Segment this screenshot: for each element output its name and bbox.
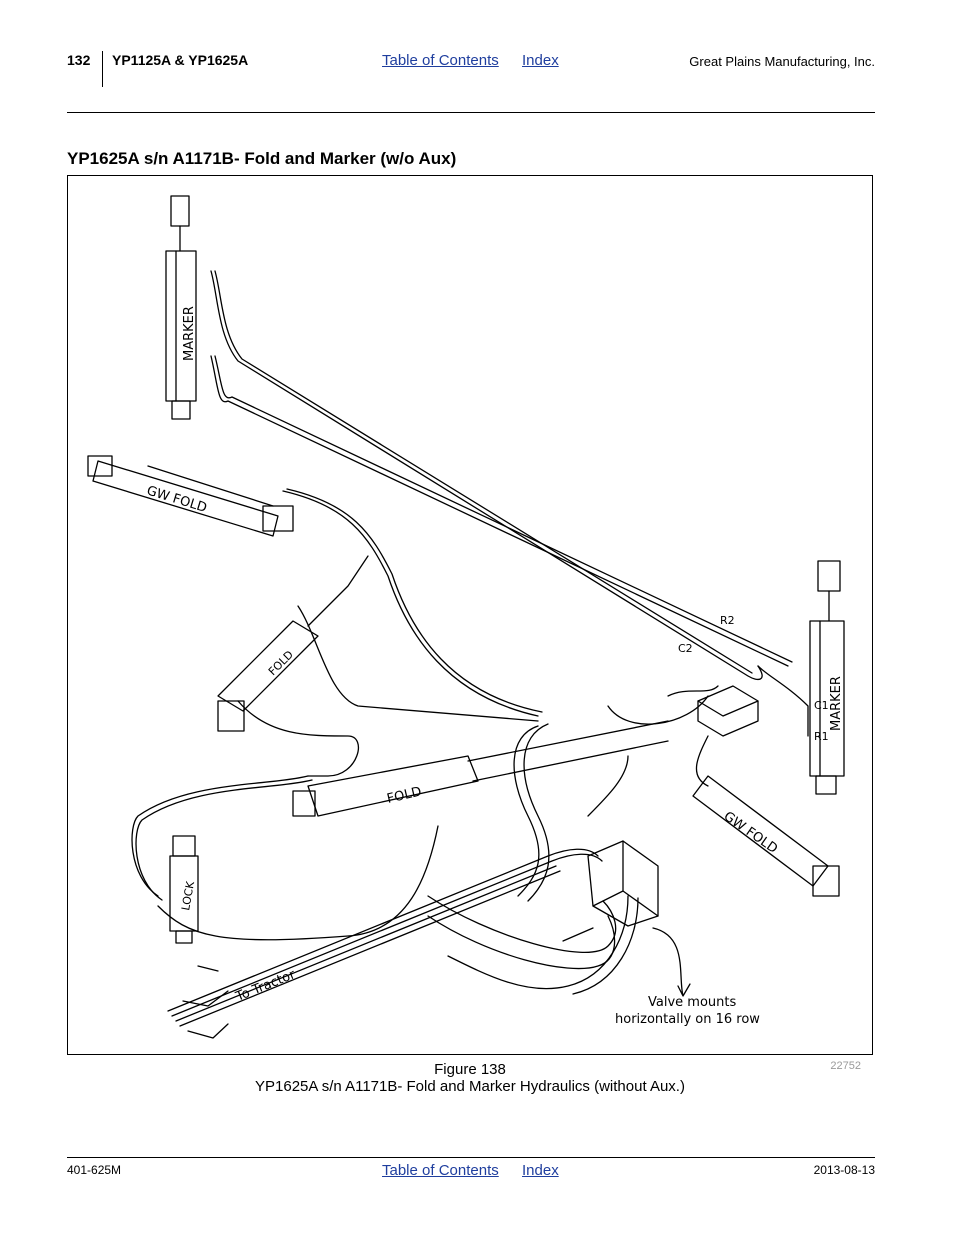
footer-index-link[interactable]: Index bbox=[522, 1162, 559, 1179]
page-number: 132 bbox=[67, 52, 91, 68]
figure-caption-number: Figure 138 bbox=[434, 1061, 506, 1078]
valve-pointer-arrow bbox=[652, 927, 691, 997]
gw-fold-right-label: GW FOLD bbox=[721, 809, 780, 857]
header-index-link[interactable]: Index bbox=[522, 52, 559, 69]
c2-label: C2 bbox=[678, 642, 693, 655]
distribution-block bbox=[697, 685, 759, 737]
valve-block bbox=[562, 840, 659, 942]
fold-cylinder-upper: FOLD bbox=[217, 555, 369, 732]
section-title: YP1625A s/n A1171B- Fold and Marker (w/o… bbox=[67, 149, 457, 168]
lock-cylinder: LOCK bbox=[169, 835, 199, 944]
marker-left-label: MARKER bbox=[182, 306, 197, 361]
to-tractor-label: To Tractor bbox=[233, 967, 298, 1005]
lock-label: LOCK bbox=[179, 880, 197, 912]
gw-fold-left-label: GW FOLD bbox=[145, 483, 209, 515]
header-rule bbox=[67, 112, 875, 113]
c1-label: C1 bbox=[814, 699, 829, 712]
model-title: YP1125A & YP1625A bbox=[112, 52, 249, 68]
company-name: Great Plains Manufacturing, Inc. bbox=[689, 54, 875, 69]
footer-rule bbox=[67, 1157, 875, 1158]
header-toc-link[interactable]: Table of Contents bbox=[382, 52, 499, 69]
hydraulic-diagram: MARKER MARKER GW FOLD FOLD bbox=[67, 175, 873, 1055]
marker-cylinder-left: MARKER bbox=[165, 195, 197, 420]
valve-note-line2: horizontally on 16 row bbox=[615, 1012, 760, 1027]
marker-right-label: MARKER bbox=[829, 676, 844, 731]
figure-caption-title: YP1625A s/n A1171B- Fold and Marker Hydr… bbox=[255, 1078, 685, 1095]
figure-number: 22752 bbox=[830, 1060, 861, 1072]
header-divider bbox=[102, 51, 103, 87]
gw-fold-cylinder-left: GW FOLD bbox=[87, 455, 294, 537]
r2-label: R2 bbox=[720, 614, 735, 627]
hose-lines bbox=[131, 270, 809, 1027]
tractor-couplers bbox=[182, 965, 229, 1039]
fold-cylinder-lower: FOLD bbox=[292, 720, 669, 817]
diagram-drawing: MARKER MARKER GW FOLD FOLD bbox=[87, 195, 845, 1039]
r1-label: R1 bbox=[814, 730, 829, 743]
document-date: 2013-08-13 bbox=[813, 1163, 875, 1177]
marker-cylinder-right: MARKER bbox=[809, 560, 845, 795]
document-number: 401-625M bbox=[67, 1163, 122, 1177]
footer-toc-link[interactable]: Table of Contents bbox=[382, 1162, 499, 1179]
fold-lower-label: FOLD bbox=[386, 784, 423, 806]
valve-note-line1: Valve mounts bbox=[648, 995, 736, 1010]
